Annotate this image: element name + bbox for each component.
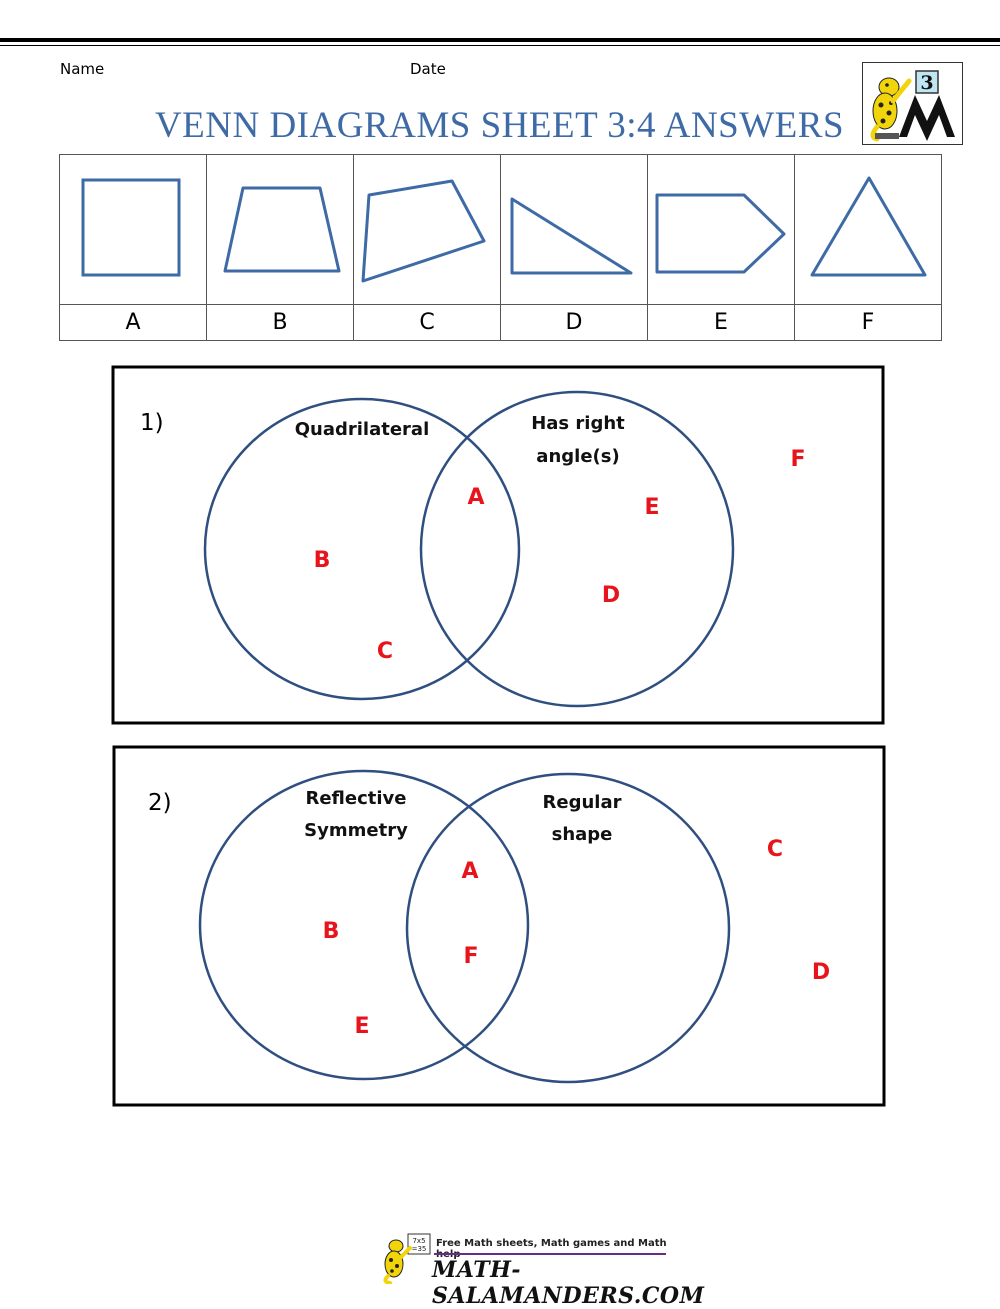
svg-text:=35: =35	[412, 1245, 427, 1253]
page-title: VENN DIAGRAMS SHEET 3:4 ANSWERS	[154, 105, 845, 146]
grade-logo: 3	[862, 62, 963, 145]
set-label-left: Quadrilateral	[295, 419, 430, 440]
answer-letter: A	[467, 485, 484, 510]
right-triangle-shape	[510, 197, 633, 275]
question-number: 1)	[140, 410, 164, 436]
set-label-left: Reflective	[305, 788, 406, 809]
answer-letter: F	[790, 447, 805, 472]
answer-letter: B	[314, 548, 331, 573]
footer-divider	[434, 1253, 666, 1255]
answer-letter: B	[323, 919, 340, 944]
top-rule-thin	[0, 45, 1000, 46]
answer-letter: D	[812, 960, 830, 985]
shape-key-table: A B C D E F	[59, 154, 942, 341]
irregular-quadrilateral-shape	[361, 179, 486, 283]
grade-badge-text: 3	[920, 72, 933, 94]
shape-row	[59, 154, 942, 305]
set-label-right: shape	[552, 824, 613, 845]
shape-letter: D	[500, 304, 648, 341]
answer-letter: E	[354, 1014, 369, 1039]
square-shape	[81, 178, 181, 277]
shape-letter: C	[353, 304, 501, 341]
venn-frame	[112, 745, 886, 1107]
equilateral-triangle-shape	[810, 176, 927, 277]
set-label-right: Has right	[531, 413, 625, 434]
salamander-logo-icon: 3	[870, 70, 955, 142]
shape-cell-b	[206, 154, 354, 305]
venn-diagram-2: 2) Reflective Symmetry Regular shape A F…	[112, 745, 886, 1107]
footer-logo: 7x5 =35 Free Math sheets, Math games and…	[380, 1232, 704, 1309]
answer-letter: E	[644, 495, 659, 520]
top-rule-thick	[0, 38, 1000, 42]
shape-cell-c	[353, 154, 501, 305]
name-label: Name	[60, 60, 105, 78]
shape-cell-d	[500, 154, 648, 305]
venn-diagram-1: 1) Quadrilateral Has right angle(s) A B …	[111, 365, 885, 725]
date-label: Date	[410, 60, 446, 78]
shape-letter: B	[206, 304, 354, 341]
letter-row: A B C D E F	[59, 304, 942, 341]
salamander-footer-icon: 7x5 =35	[383, 1233, 431, 1284]
shape-cell-f	[794, 154, 942, 305]
answer-letter: D	[602, 583, 620, 608]
venn-circle-left	[198, 769, 530, 1081]
answer-letter: A	[461, 859, 478, 884]
venn-frame	[111, 365, 885, 725]
question-number: 2)	[148, 790, 172, 816]
footer-site-name: MATH-SALAMANDERS.COM	[432, 1257, 705, 1309]
set-label-right: angle(s)	[536, 446, 619, 467]
pentagon-arrow-shape	[655, 193, 786, 274]
venn-circle-right	[405, 772, 731, 1084]
set-label-right: Regular	[543, 792, 622, 813]
trapezium-shape	[223, 186, 341, 273]
shape-letter: A	[59, 304, 207, 341]
shape-cell-e	[647, 154, 795, 305]
svg-text:7x5: 7x5	[412, 1237, 425, 1245]
set-label-left: Symmetry	[304, 820, 408, 841]
shape-letter: F	[794, 304, 942, 341]
answer-letter: C	[377, 639, 393, 664]
shape-cell-a	[59, 154, 207, 305]
venn-circle-right	[419, 390, 735, 708]
answer-letter: F	[463, 944, 478, 969]
venn-circle-left	[203, 397, 521, 701]
answer-letter: C	[767, 837, 783, 862]
